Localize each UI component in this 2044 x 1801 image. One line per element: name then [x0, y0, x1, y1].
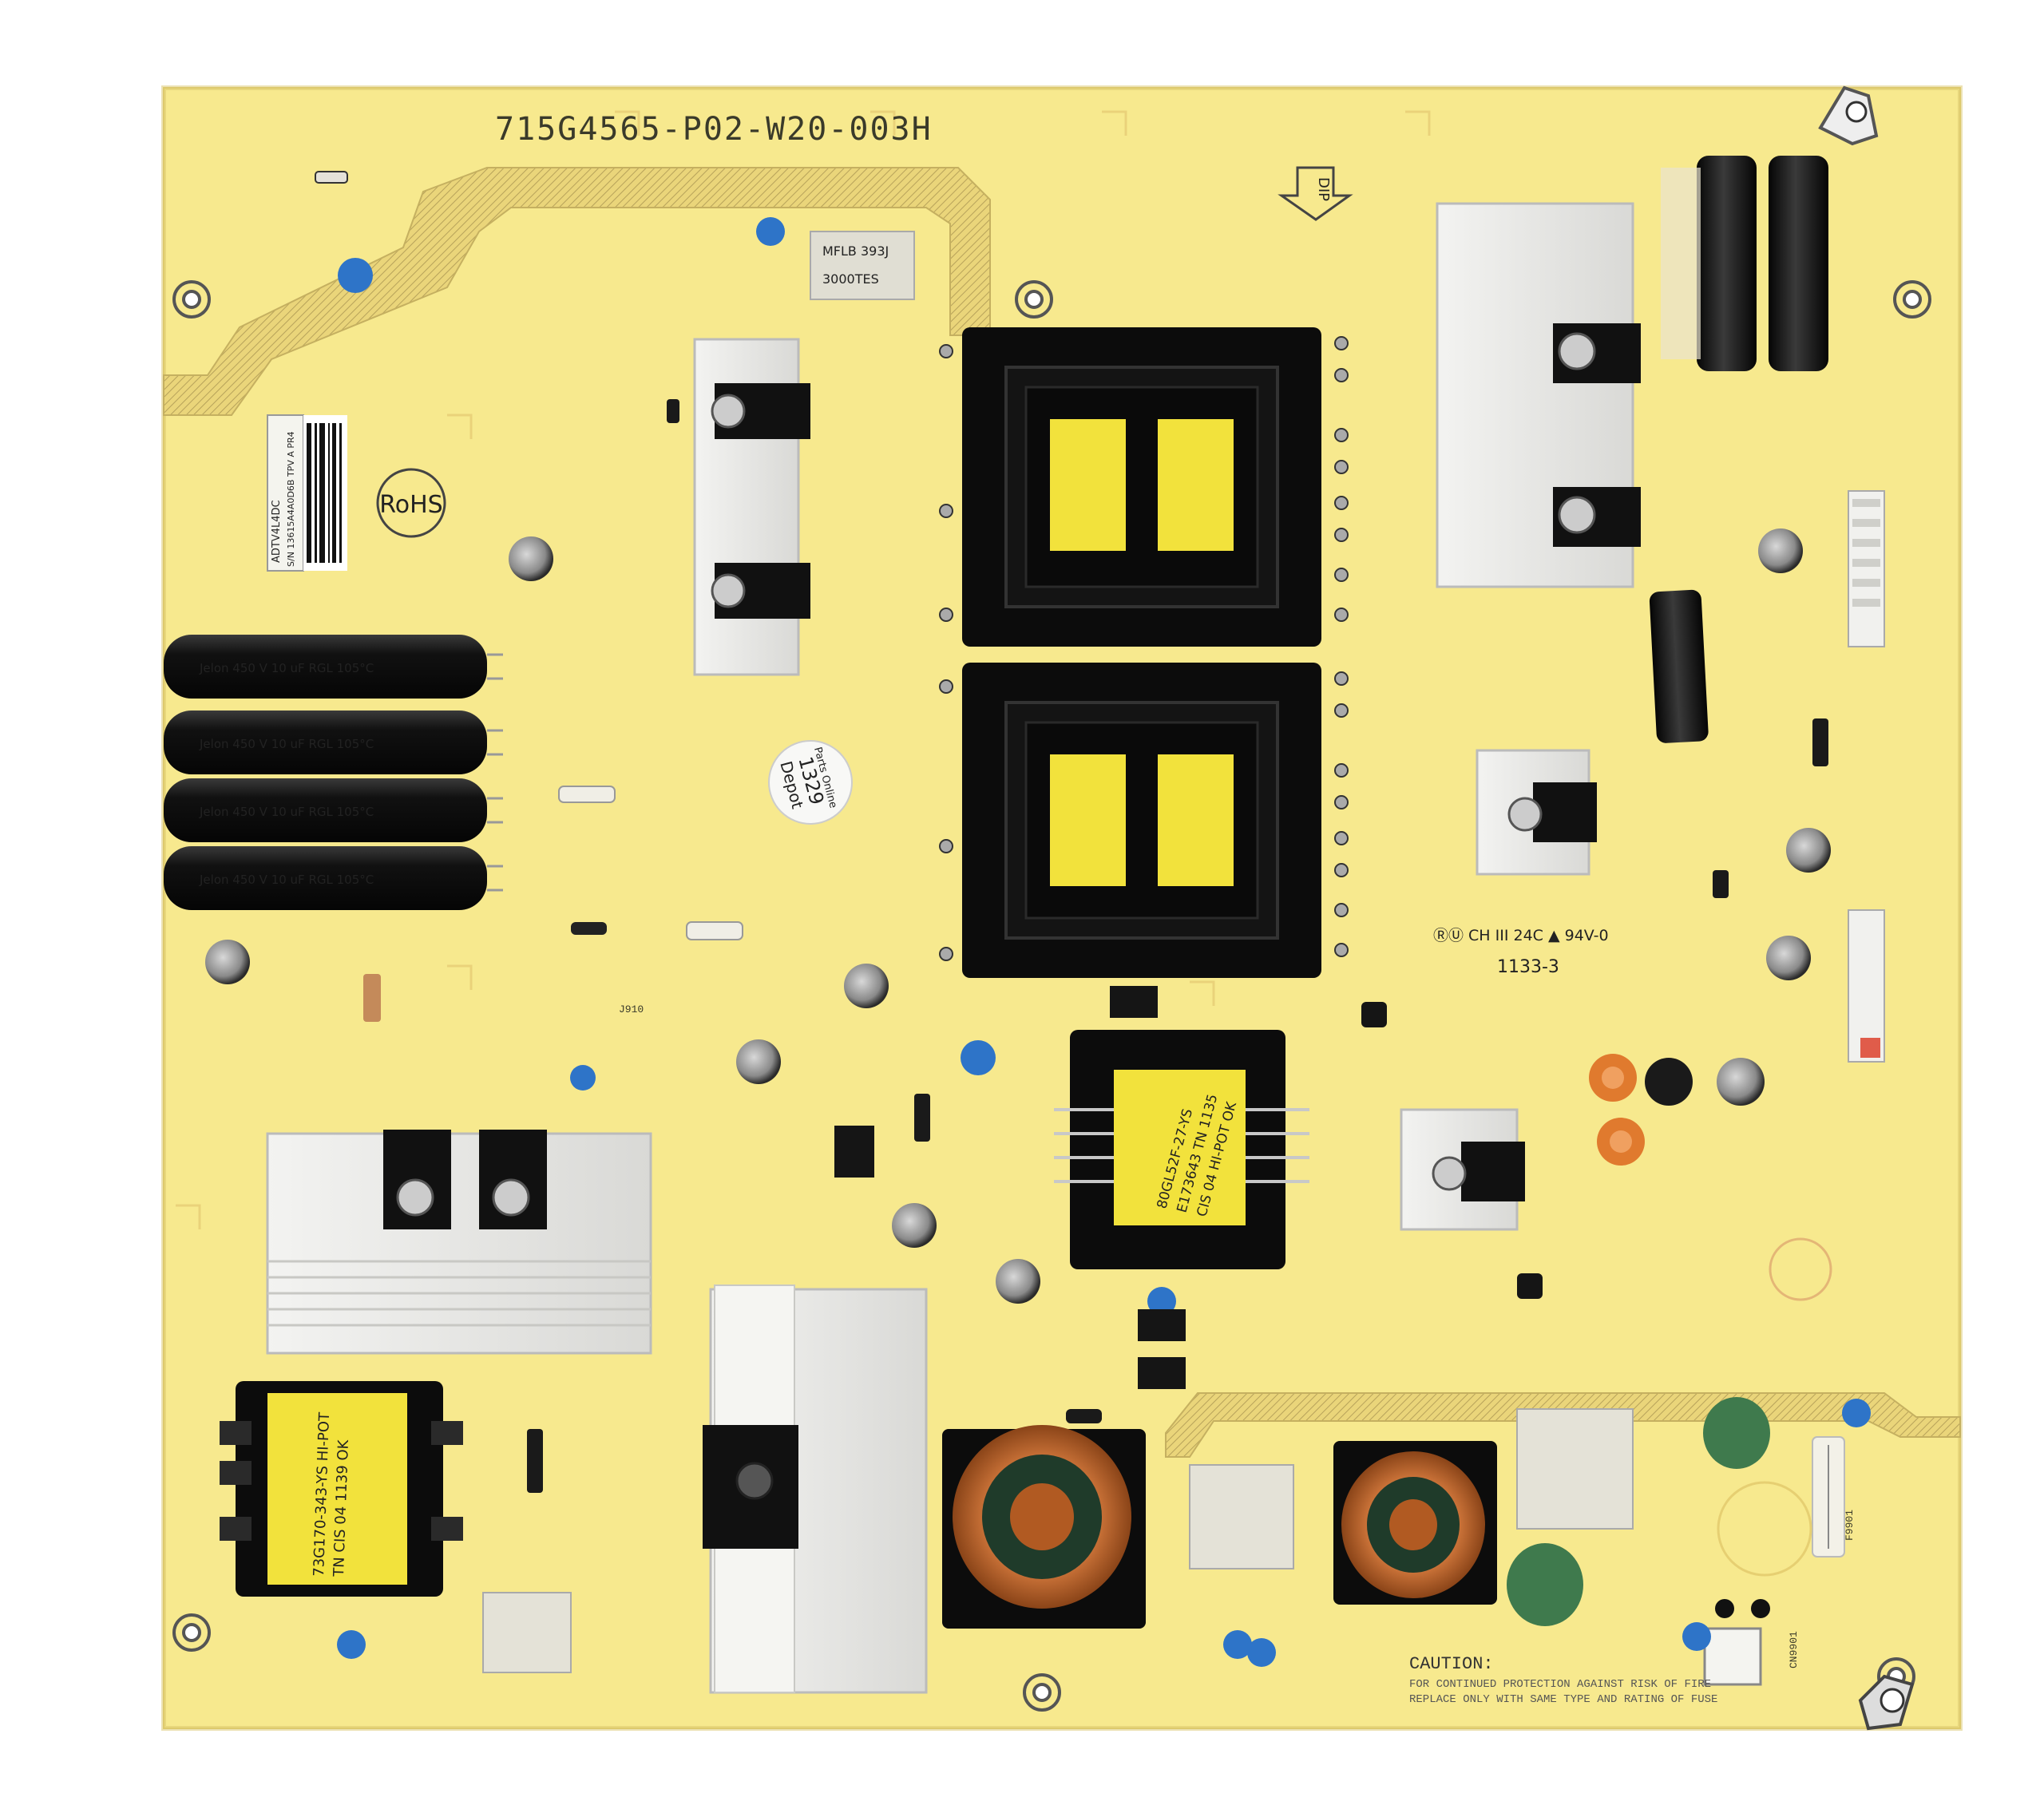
- thermistors: [1507, 1397, 1770, 1626]
- caution-block: CAUTION: FOR CONTINUED PROTECTION AGAINS…: [1409, 1654, 1717, 1706]
- x-capacitor-right: [1516, 1408, 1634, 1530]
- svg-text:REPLACE ONLY WITH SAME TYPE AN: REPLACE ONLY WITH SAME TYPE AND RATING O…: [1409, 1693, 1717, 1706]
- main-transformer-lower: [939, 663, 1349, 978]
- date-code: 1133-3: [1497, 957, 1559, 977]
- isolation-track-top: [163, 167, 991, 416]
- svg-text:S/N 13615A4A0D6B TPV A PR4: S/N 13615A4A0D6B TPV A PR4: [286, 431, 296, 567]
- fuse-symbol-circle: [1717, 1481, 1812, 1577]
- heatsink-upper-right: [1436, 202, 1641, 588]
- x-capacitor-bottom-left: [482, 1592, 572, 1673]
- heatsink-upper-mid: [693, 338, 810, 676]
- svg-text:ADTV4L4DC: ADTV4L4DC: [271, 500, 283, 563]
- aux-transformer: 80GL52F-27-YS E173643 TN 1135 CIS 04 HI-…: [1054, 1030, 1309, 1269]
- x-capacitor-left: [1189, 1464, 1294, 1569]
- svg-text:Jelon 450 V 10 uF RGL 105°: Jelon 450 V 10 uF RGL 105°C: [199, 661, 374, 675]
- output-capacitors-tall: [1661, 156, 1828, 371]
- svg-text:Jelon 450 V 10 uF RGL 105°: Jelon 450 V 10 uF RGL 105°C: [199, 805, 374, 819]
- blue-y-capacitors: [337, 217, 1871, 1667]
- ic-chips: [834, 986, 1543, 1389]
- connector-right-lower: [1848, 909, 1885, 1063]
- radial-capacitors: [205, 528, 1831, 1304]
- svg-text:CAUTION:: CAUTION:: [1409, 1654, 1494, 1674]
- label-j910: J910: [619, 1003, 644, 1015]
- parts-sticker: Parts Online 1329 Depot: [768, 740, 853, 825]
- svg-text:FOR CONTINUED PROTECTION AGAIN: FOR CONTINUED PROTECTION AGAINST RISK OF…: [1409, 1678, 1711, 1691]
- svg-text:RoHS: RoHS: [379, 491, 442, 519]
- heatsink-left: [266, 1130, 652, 1355]
- heatsink-lower-right: [1400, 1108, 1525, 1231]
- ac-input-connector: [1703, 1599, 1770, 1686]
- svg-text:Jelon 450 V 10 uF RGL 105°: Jelon 450 V 10 uF RGL 105°C: [199, 873, 374, 887]
- axial-components: [315, 171, 1828, 1493]
- label-fuse: F9901: [1844, 1510, 1856, 1541]
- dip-arrow: DIP: [1278, 166, 1353, 221]
- ul-marking: ⓇⓊ CH III 24C ▲ 94V-0: [1433, 927, 1609, 944]
- x-capacitor-top: MFLB 393J 3000TES: [810, 231, 915, 300]
- svg-text:3000TES: 3000TES: [822, 271, 879, 287]
- board-part-number: 715G4565-P02-W20-003H: [495, 111, 933, 148]
- heatsink-mid-right: [1476, 749, 1597, 876]
- main-transformer-upper: [939, 327, 1349, 647]
- standby-transformer: 73G170-343-YS HI-POT TN CIS 04 1139 OK: [220, 1381, 463, 1597]
- orange-capacitors: [1589, 1054, 1645, 1166]
- bulk-capacitor-bank: Jelon 450 V 10 uF RGL 105°C Jelon 450 V …: [164, 635, 503, 910]
- common-mode-choke-right: [1333, 1441, 1497, 1605]
- common-mode-choke-left: [942, 1425, 1146, 1629]
- label-cn9901: CN9901: [1788, 1631, 1800, 1668]
- svg-text:Jelon 450 V 10 uF RGL 105°: Jelon 450 V 10 uF RGL 105°C: [199, 737, 374, 751]
- svg-text:MFLB 393J: MFLB 393J: [822, 243, 889, 259]
- connector-right-upper: [1848, 490, 1885, 647]
- svg-text:DIP: DIP: [1315, 177, 1332, 201]
- barcode-label: ADTV4L4DC S/N 13615A4A0D6B TPV A PR4: [267, 414, 347, 572]
- rohs-badge: RoHS: [376, 468, 446, 538]
- heatsink-bottom-center: [703, 1284, 928, 1694]
- output-capacitor-mid: [1649, 589, 1709, 743]
- fuse: [1812, 1436, 1845, 1558]
